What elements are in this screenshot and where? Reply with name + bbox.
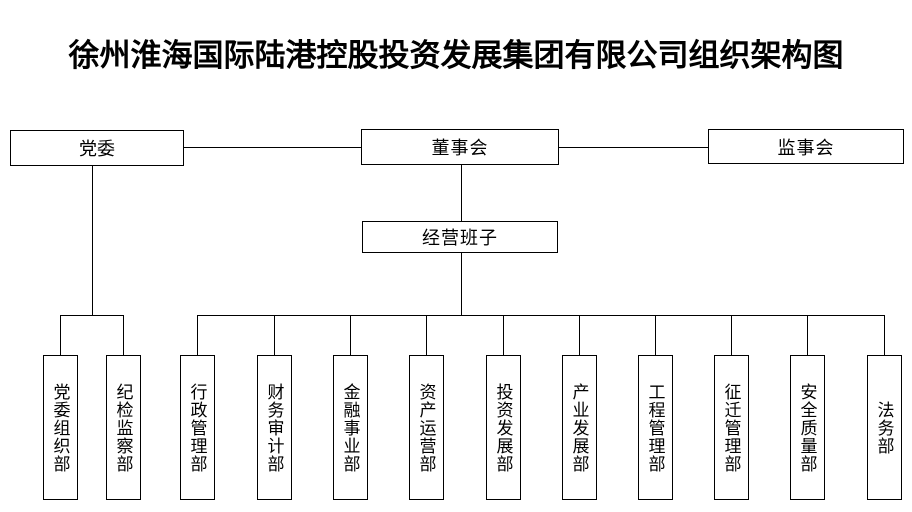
dept-legal-affairs-label: 法务部 (874, 400, 894, 455)
connector-drop-dept-3 (197, 315, 198, 355)
node-board-of-directors: 董事会 (361, 129, 559, 165)
dept-financial-business: 金融事业部 (332, 355, 368, 500)
connector-partycommittee-drop (92, 166, 93, 315)
connector-drop-dept-11 (807, 315, 808, 355)
dept-industry-development-label: 产业发展部 (569, 382, 589, 473)
dept-financial-business-label: 金融事业部 (340, 382, 360, 473)
dept-safety-quality: 安全质量部 (789, 355, 825, 500)
dept-industry-development: 产业发展部 (561, 355, 597, 500)
connector-drop-dept-8 (579, 315, 580, 355)
dept-engineering-management-label: 工程管理部 (645, 382, 665, 473)
dept-investment-development: 投资发展部 (485, 355, 521, 500)
dept-administration-label: 行政管理部 (187, 382, 207, 473)
node-management-team-label: 经营班子 (422, 228, 498, 248)
dept-investment-development-label: 投资发展部 (493, 382, 513, 473)
connector-drop-dept-7 (503, 315, 504, 355)
node-party-committee-label: 党委 (79, 139, 115, 159)
node-supervisory-board-label: 监事会 (777, 137, 835, 158)
dept-engineering-management: 工程管理部 (637, 355, 673, 500)
connector-partycommittee-board (184, 147, 361, 148)
dept-relocation-management: 征迁管理部 (713, 355, 749, 500)
connector-drop-dept-5 (350, 315, 351, 355)
dept-party-organization-label: 党委组织部 (50, 382, 70, 473)
connector-board-supervisory (559, 147, 708, 148)
dept-discipline-inspection-label: 纪检监察部 (113, 382, 133, 473)
node-party-committee: 党委 (10, 130, 184, 166)
dept-administration: 行政管理部 (179, 355, 215, 500)
connector-drop-dept-10 (731, 315, 732, 355)
dept-relocation-management-label: 征迁管理部 (721, 382, 741, 473)
connector-drop-dept-9 (655, 315, 656, 355)
connector-drop-dept-1 (60, 315, 61, 355)
connector-drop-dept-12 (884, 315, 885, 355)
connector-management-drop (461, 253, 462, 315)
connector-management-distribution (197, 315, 885, 316)
dept-asset-operation-label: 资产运营部 (416, 382, 436, 473)
connector-drop-dept-2 (123, 315, 124, 355)
dept-asset-operation: 资产运营部 (408, 355, 444, 500)
dept-discipline-inspection: 纪检监察部 (105, 355, 141, 500)
dept-legal-affairs: 法务部 (866, 355, 902, 500)
node-board-of-directors-label: 董事会 (431, 138, 489, 158)
connector-board-management (461, 165, 462, 221)
node-management-team: 经营班子 (362, 221, 558, 253)
connector-drop-dept-4 (274, 315, 275, 355)
connector-partycommittee-distribution (60, 315, 124, 316)
connector-drop-dept-6 (426, 315, 427, 355)
dept-finance-audit: 财务审计部 (256, 355, 292, 500)
chart-title: 徐州淮海国际陆港控股投资发展集团有限公司组织架构图 (68, 38, 844, 73)
dept-safety-quality-label: 安全质量部 (797, 382, 817, 473)
dept-finance-audit-label: 财务审计部 (264, 382, 284, 473)
dept-party-organization: 党委组织部 (42, 355, 78, 500)
node-supervisory-board: 监事会 (708, 129, 904, 164)
